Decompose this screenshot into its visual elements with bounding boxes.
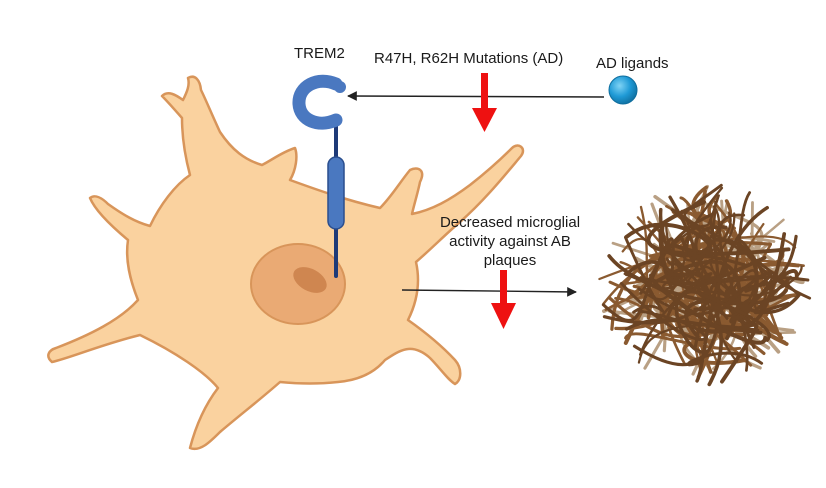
receptor-hook-tip (334, 81, 346, 93)
trem2-receptor-icon (292, 74, 346, 278)
outcome-label-line3: plaques (484, 252, 537, 269)
plaque-fiber (639, 237, 675, 295)
plaque-fiber (668, 194, 720, 250)
plaque-fiber (637, 324, 760, 364)
activity-down-arrow-icon (491, 270, 516, 329)
mutations-label: R47H, R62H Mutations (AD) (374, 50, 563, 67)
ad-ligands-label: AD ligands (596, 55, 669, 72)
plaque-fiber (697, 322, 759, 384)
plaque-fiber (659, 222, 767, 286)
outcome-label-line1: Decreased microglial (440, 214, 580, 231)
plaque-fiber (624, 236, 665, 314)
plaque-fiber (649, 273, 768, 345)
mutation-down-arrow-icon (472, 73, 497, 132)
plaque-fiber (602, 277, 722, 349)
outcome-label-line2: activity against AB (449, 233, 571, 250)
trem2-label: TREM2 (294, 45, 345, 62)
plaque-fiber (700, 265, 751, 363)
plaque-fiber (729, 268, 799, 324)
plaque-fiber (686, 351, 764, 367)
plaque-fiber (666, 272, 771, 342)
ligand-sphere-icon (608, 75, 638, 105)
plaque-fiber (637, 191, 752, 316)
ligand-to-receptor-arrow (347, 91, 605, 101)
plaque-fiber (708, 270, 773, 323)
microglia-cell-icon (47, 75, 525, 451)
nucleolus (293, 267, 327, 293)
receptor-hook (292, 74, 343, 130)
plaque-fiber (665, 275, 810, 326)
plaque-fiber (655, 259, 742, 341)
plaque-fiber (668, 195, 747, 267)
plaque-fiber (627, 205, 720, 258)
receptor-domain (327, 156, 345, 230)
plaque-fiber (665, 257, 729, 320)
plaque-fiber (624, 332, 742, 351)
cell-to-plaque-arrow (401, 286, 577, 297)
amyloid-plaque-icon (598, 183, 812, 387)
plaque-fiber (712, 237, 759, 320)
